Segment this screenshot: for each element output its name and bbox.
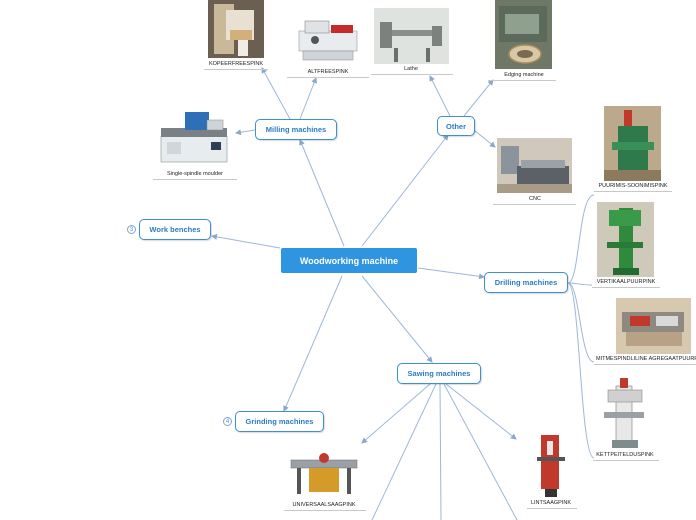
machine-photo-icon [616, 298, 691, 354]
connector [443, 383, 518, 520]
connector [567, 194, 595, 284]
drilling-machines-node[interactable]: Drilling machines [484, 272, 568, 293]
grinding-machines-node[interactable]: Grinding machines [235, 411, 324, 432]
image-caption: PUURIMIS-SOONIMISPINK [598, 183, 668, 189]
image-caption: Edging machine [504, 72, 544, 78]
connector [567, 282, 595, 459]
connector [361, 134, 449, 247]
connector [463, 79, 494, 117]
mitmespindliline-agregaatpuurpink-image[interactable] [616, 298, 691, 354]
image-caption: KOPEERFREESPINK [208, 61, 264, 67]
work-benches-node[interactable]: Work benches [139, 219, 211, 240]
milling-machines-node[interactable]: Milling machines [255, 119, 337, 140]
lintsaagpink-image[interactable] [533, 433, 570, 498]
divider [594, 191, 672, 192]
cnc-image[interactable] [497, 138, 572, 193]
connector [567, 282, 593, 286]
kettpeiteldusp-image[interactable] [598, 376, 651, 450]
single-spindle-moulder-image[interactable] [157, 98, 232, 168]
connector [361, 275, 433, 363]
divider [204, 69, 268, 70]
universaalsaagpink-image[interactable] [287, 446, 362, 498]
vertikaalpuurpink-image[interactable] [597, 202, 654, 277]
kopeerfreespink-image[interactable] [208, 0, 264, 58]
divider [488, 80, 556, 81]
central-topic[interactable]: Woodworking machine [281, 248, 417, 273]
sawing-machines-node[interactable]: Sawing machines [397, 363, 481, 384]
lathe-image[interactable] [374, 8, 449, 64]
image-caption: Lathe [404, 66, 418, 72]
divider [371, 74, 453, 75]
connector [567, 282, 595, 363]
image-caption: CNC [529, 196, 541, 202]
divider [593, 460, 659, 461]
connector [445, 383, 517, 440]
connector [439, 383, 442, 520]
image-caption: LINTSAAGPINK [530, 500, 572, 506]
machine-photo-icon [537, 435, 565, 497]
divider [527, 508, 577, 509]
image-caption: KETTPEITELDUSPINK [596, 452, 654, 458]
machine-photo-icon [160, 112, 228, 163]
connector [429, 75, 451, 117]
connector [473, 129, 496, 148]
child-count-badge[interactable]: 3 [127, 225, 136, 234]
machine-photo-icon [604, 106, 661, 181]
machine-photo-icon [495, 0, 552, 69]
connector [283, 275, 343, 412]
divider [594, 364, 696, 365]
divider [287, 77, 369, 78]
connector [371, 383, 437, 520]
machine-photo-icon [597, 202, 654, 277]
divider [284, 510, 366, 511]
connector [261, 67, 291, 120]
connector [299, 77, 317, 120]
image-caption: Single-spindle moulder [167, 171, 223, 177]
connector [235, 129, 256, 136]
divider [153, 179, 237, 180]
image-caption: MITMESPINDLILINE AGREGAATPUURPINK [596, 356, 696, 362]
image-caption: UNIVERSAALSAAGPINK [292, 502, 356, 508]
image-caption: VERTIKAALPUURPINK [596, 279, 656, 285]
connector [211, 233, 281, 249]
connector [361, 383, 431, 444]
altfreespink-image[interactable] [291, 13, 365, 66]
connector [299, 139, 345, 247]
child-count-badge[interactable]: 4 [223, 417, 232, 426]
other-node[interactable]: Other [437, 116, 475, 136]
machine-photo-icon [497, 138, 572, 193]
connector [417, 267, 485, 280]
divider [592, 287, 660, 288]
machine-photo-icon [298, 20, 358, 61]
machine-photo-icon [374, 8, 449, 64]
machine-photo-icon [604, 378, 644, 448]
image-caption: ALTFREESPINK [307, 69, 349, 75]
divider [493, 204, 576, 205]
edging-machine-image[interactable] [495, 0, 552, 69]
puurimis-soonimispink-image[interactable] [604, 106, 661, 181]
machine-photo-icon [208, 0, 264, 58]
machine-photo-icon [290, 453, 358, 494]
